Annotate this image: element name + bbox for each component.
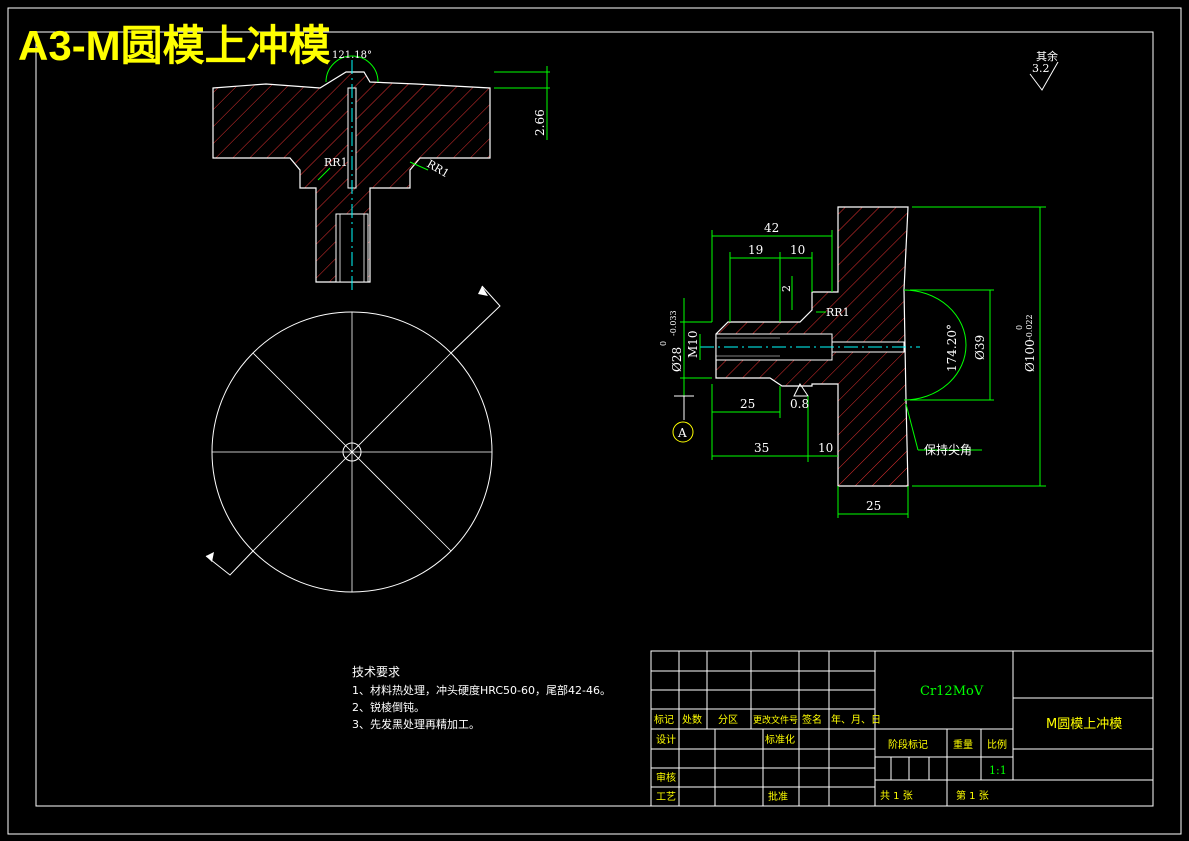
- tb-review: 审核: [656, 771, 676, 784]
- tol-100-lower: -0.022: [1025, 314, 1034, 340]
- dim-25-left: 25: [740, 397, 755, 411]
- tech-requirements: 技术要求 1、材料热处理，冲头硬度HRC50-60，尾部42-46。 2、锐棱倒…: [352, 665, 611, 731]
- top-dim-height: 2.66: [533, 109, 547, 136]
- circle-view: [205, 285, 501, 593]
- dim-10-bottom: 10: [818, 441, 833, 455]
- top-angle-label: 121.18°: [332, 50, 372, 61]
- tb-col-sign: 签名: [802, 713, 822, 726]
- tol-28-upper: 0: [659, 341, 668, 346]
- dim-2: 2: [780, 285, 793, 292]
- tb-total-sheets: 共 1 张: [880, 790, 913, 802]
- tb-scale-label: 比例: [987, 738, 1007, 751]
- side-radius: RR1: [826, 306, 850, 319]
- sharp-corner-note: 保持尖角: [924, 442, 972, 457]
- thread-label: M10: [686, 330, 700, 358]
- top-radius-right: RR1: [425, 157, 452, 180]
- tech-item-3: 3、先发黑处理再精加工。: [352, 717, 480, 731]
- outer-frame: [7, 7, 1182, 835]
- tb-approve: 批准: [768, 790, 788, 803]
- tech-heading: 技术要求: [352, 665, 400, 679]
- top-angle-arc: [325, 55, 379, 83]
- section-arrow-top: [450, 285, 501, 354]
- tech-item-2: 2、锐棱倒钝。: [352, 700, 425, 714]
- tb-col-change: 更改文件号: [753, 714, 798, 726]
- tb-standardize: 标准化: [765, 733, 795, 746]
- tb-process: 工艺: [656, 791, 676, 803]
- title-block: [650, 650, 1154, 807]
- tol-28-lower: -0.033: [669, 310, 678, 336]
- dim-19: 19: [748, 243, 763, 257]
- dia-28: Ø28: [670, 347, 684, 372]
- dim-08: 0.8: [790, 397, 809, 411]
- top-section-view: 121.18° 2.66 RR1 RR1: [212, 50, 550, 290]
- tol-100-upper: 0: [1015, 325, 1024, 330]
- tb-sheet-no: 第 1 张: [956, 789, 989, 802]
- tb-part-name: M圆模上冲模: [1046, 717, 1122, 732]
- tech-item-1: 1、材料热处理，冲头硬度HRC50-60，尾部42-46。: [352, 683, 611, 697]
- dim-25-bottom: 25: [866, 499, 881, 513]
- dia-100: Ø100: [1023, 339, 1037, 372]
- roughness-note: 其余: [1036, 49, 1058, 63]
- tb-scale: 1:1: [989, 764, 1007, 777]
- roughness-value: 3.2: [1032, 62, 1050, 75]
- dim-10-top: 10: [790, 243, 805, 257]
- tb-material: Cr12MoV: [920, 684, 984, 699]
- tb-col-zone: 分区: [718, 714, 738, 726]
- dia-39: Ø39: [973, 335, 987, 360]
- section-arrow-bottom: [205, 550, 254, 576]
- title-block-text: 标记 处数 分区 更改文件号 签名 年、月、日 设计 标准化 审核 工艺 批准 …: [654, 684, 1122, 803]
- tb-stage-mark: 阶段标记: [888, 738, 928, 751]
- datum-label: A: [677, 426, 687, 440]
- tb-col-count: 处数: [682, 713, 702, 726]
- tb-col-date: 年、月、日: [831, 713, 881, 726]
- top-radius-left: RR1: [324, 156, 348, 169]
- tb-col-mark: 标记: [654, 714, 674, 726]
- dim-35: 35: [754, 441, 769, 455]
- datum-circle: [672, 421, 694, 443]
- dim-42: 42: [764, 221, 779, 235]
- tb-design: 设计: [656, 733, 676, 746]
- side-section-view: 42 19 10 2 RR1 M10 Ø28 0 -0.033 25 0.8 3…: [659, 206, 1046, 518]
- angle-174: 174.20°: [945, 324, 959, 372]
- roughness-symbol: 其余 3.2: [1029, 49, 1059, 91]
- tb-weight: 重量: [953, 738, 973, 751]
- drawing-title: A3-M圆模上冲模: [18, 22, 331, 69]
- inner-frame: [35, 31, 1154, 807]
